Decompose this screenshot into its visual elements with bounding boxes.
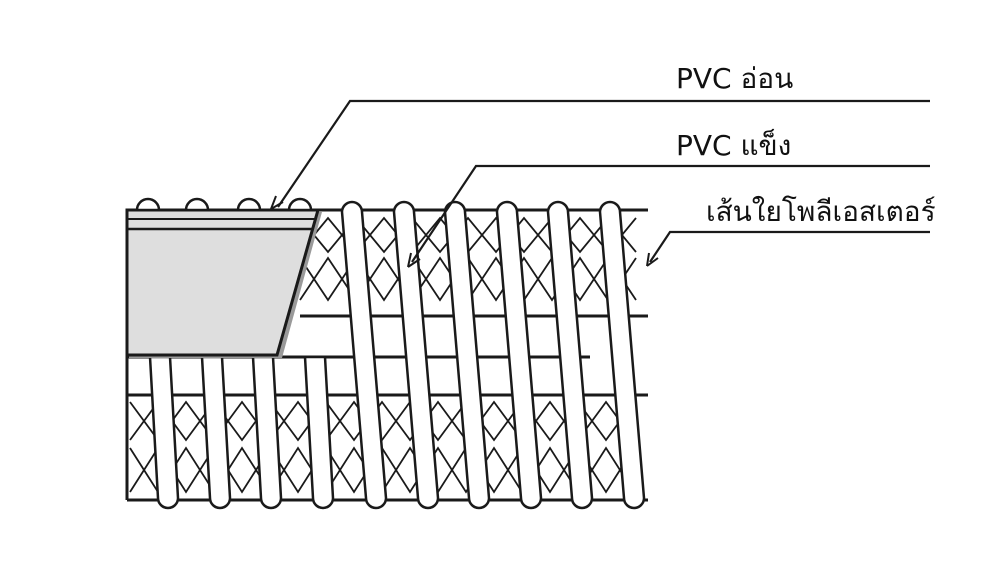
- leader-line-rigid-pvc: [411, 164, 930, 263]
- callout-rigid-pvc: [407, 164, 930, 268]
- helix-stripe-2: [392, 200, 440, 510]
- helix-stripe-lower-4: [303, 355, 335, 510]
- arrowhead-polyester-yarn: [646, 252, 659, 267]
- rigid-pvc-helix: [148, 200, 646, 510]
- helix-stripe-lower-1: [148, 355, 180, 510]
- leader-line-polyester-yarn: [649, 230, 930, 263]
- callout-soft-pvc: [270, 99, 930, 210]
- label-soft-pvc: PVC อ่อน: [676, 62, 793, 95]
- label-rigid-pvc: PVC แข็ง: [676, 128, 791, 162]
- helix-stripe-lower-2: [200, 355, 232, 510]
- arrowhead-soft-pvc: [270, 195, 284, 210]
- soft-pvc-cutaway: [125, 208, 322, 358]
- cutaway-panel: [125, 208, 320, 357]
- arrowhead-rigid-pvc: [407, 252, 421, 268]
- label-polyester-yarn: เส้นใยโพลีเอสเตอร์: [706, 195, 936, 228]
- helix-stripe-6: [598, 200, 646, 510]
- leader-line-soft-pvc: [277, 99, 930, 208]
- soft-pvc-bump-4: [287, 197, 313, 212]
- soft-pvc-bumps: [135, 197, 313, 212]
- helix-stripe-1: [340, 200, 388, 510]
- helix-stripe-4: [495, 200, 543, 510]
- helix-stripe-5: [546, 200, 594, 510]
- helix-stripe-3: [443, 200, 491, 510]
- helix-stripe-lower-3: [251, 355, 283, 510]
- soft-pvc-bump-1: [135, 197, 161, 212]
- soft-pvc-bump-3: [236, 197, 262, 212]
- callout-polyester-yarn: [646, 230, 930, 267]
- soft-pvc-bump-2: [184, 197, 210, 212]
